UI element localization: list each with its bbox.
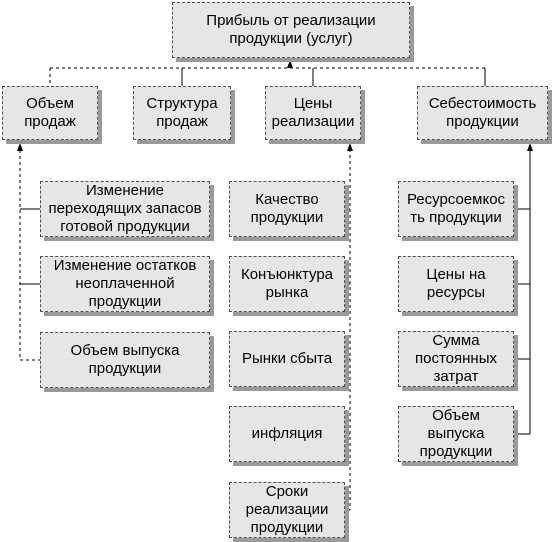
price-factor-box: Конъюнктура рынка <box>229 256 345 312</box>
volume-factor-box: Объем выпуска продукции <box>40 332 210 388</box>
price-factor-box: инфляция <box>229 406 345 462</box>
box-production-cost: Себестоимость продукции <box>417 86 548 140</box>
cost-factor-label: Ресурсоемкос ть продукции <box>406 191 506 226</box>
volume-factor-box: Изменение переходящих запасов готовой пр… <box>40 181 210 237</box>
box-sales-volume: Объем продаж <box>2 86 98 140</box>
cost-factor-box: Ресурсоемкос ть продукции <box>398 181 514 237</box>
price-factor-label: Рынки сбыта <box>241 350 333 367</box>
cost-factor-label: Цены на ресурсы <box>426 266 486 301</box>
price-factor-box: Качество продукции <box>229 181 345 237</box>
root-label: Прибыль от реализации продукции (услуг) <box>206 12 376 47</box>
box-sales-structure: Структура продаж <box>133 86 231 140</box>
selling-prices-label: Цены реализации <box>271 95 355 130</box>
sales-volume-label: Объем продаж <box>24 95 76 130</box>
cost-factor-box: Сумма постоянных затрат <box>398 331 514 387</box>
price-factor-label: Качество продукции <box>250 191 324 226</box>
sales-structure-label: Структура продаж <box>146 95 218 130</box>
volume-factor-label: Объем выпуска продукции <box>70 342 180 377</box>
cost-factor-label: Объем выпуска продукции <box>419 407 493 460</box>
box-selling-prices: Цены реализации <box>265 86 361 140</box>
price-factor-label: Конъюнктура рынка <box>240 266 334 301</box>
volume-factor-label: Изменение переходящих запасов готовой пр… <box>48 182 202 235</box>
volume-factor-box: Изменение остатков неоплаченной продукци… <box>40 256 210 312</box>
cost-factor-box: Объем выпуска продукции <box>398 406 514 462</box>
price-factor-box: Сроки реализации продукции <box>229 482 345 538</box>
root-box-profit: Прибыль от реализации продукции (услуг) <box>172 2 410 58</box>
price-factor-box: Рынки сбыта <box>229 331 345 387</box>
price-factor-label: инфляция <box>251 425 323 442</box>
cost-factor-label: Сумма постоянных затрат <box>415 332 497 385</box>
volume-factor-label: Изменение остатков неоплаченной продукци… <box>53 257 197 310</box>
production-cost-label: Себестоимость продукции <box>428 95 537 130</box>
cost-factor-box: Цены на ресурсы <box>398 256 514 312</box>
price-factor-label: Сроки реализации продукции <box>245 483 329 536</box>
